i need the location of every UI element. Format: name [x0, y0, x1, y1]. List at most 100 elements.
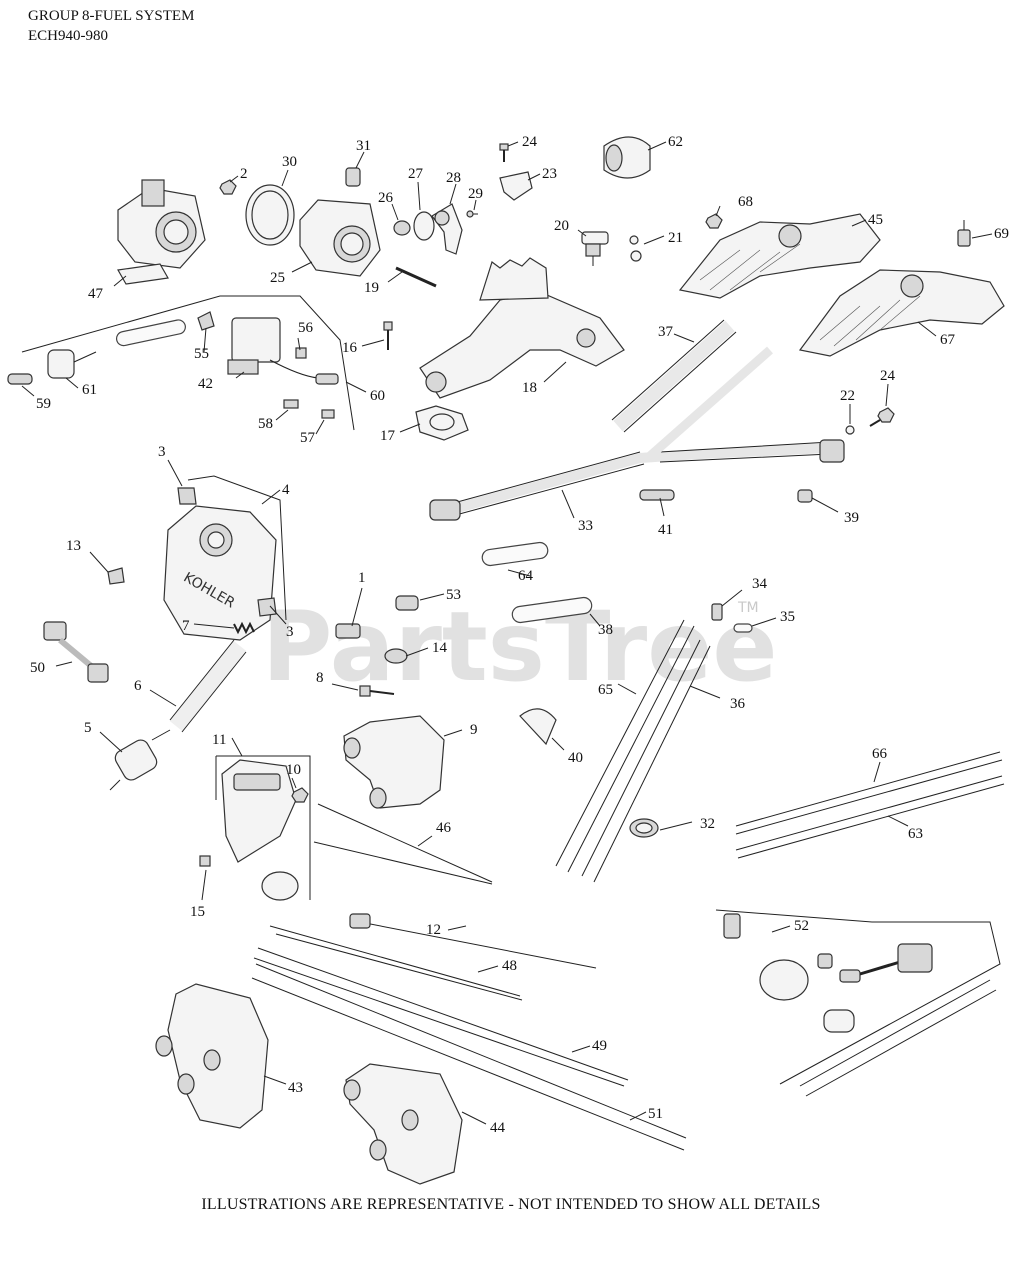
callout-49[interactable]: 49: [592, 1038, 607, 1054]
part-6-hose[interactable]: [169, 639, 247, 733]
callout-45[interactable]: 45: [868, 212, 883, 228]
callout-17[interactable]: 17: [380, 428, 396, 444]
part-63-fuel-line[interactable]: [735, 775, 1005, 859]
part-12-fuel-line[interactable]: [349, 913, 597, 969]
callout-62[interactable]: 62: [668, 134, 683, 150]
part-27-o-ring[interactable]: [413, 211, 435, 241]
callout-15[interactable]: 15: [190, 904, 205, 920]
callout-51[interactable]: 51: [648, 1106, 663, 1122]
callout-28[interactable]: 28: [446, 170, 461, 186]
callout-46[interactable]: 46: [436, 820, 452, 836]
part-59-hose-end[interactable]: [7, 373, 33, 385]
callout-5[interactable]: 5: [84, 720, 92, 736]
callout-42[interactable]: 42: [198, 376, 213, 392]
part-13-clip[interactable]: [107, 567, 125, 585]
callout-3-top[interactable]: 3: [158, 444, 166, 460]
callout-40[interactable]: 40: [568, 750, 583, 766]
callout-44[interactable]: 44: [490, 1120, 506, 1136]
part-33-fuel-line-assembly[interactable]: [429, 346, 845, 521]
part-68-nut[interactable]: [705, 213, 723, 229]
part-47-throttle-body[interactable]: [117, 179, 206, 285]
part-65-fuel-line[interactable]: [555, 619, 695, 873]
part-51-fuel-line[interactable]: [251, 963, 687, 1151]
callout-24-top[interactable]: 24: [522, 134, 538, 150]
part-2-nut[interactable]: [219, 179, 237, 195]
callout-55[interactable]: 55: [194, 346, 209, 362]
part-67-manifold-lower[interactable]: [798, 269, 1005, 357]
part-20-fuel-injector[interactable]: [581, 231, 609, 266]
callout-29[interactable]: 29: [468, 186, 483, 202]
part-4-fuel-tank-housing[interactable]: KOHLER: [163, 505, 277, 641]
callout-68[interactable]: 68: [738, 194, 753, 210]
callout-59[interactable]: 59: [36, 396, 51, 412]
callout-27[interactable]: 27: [408, 166, 424, 182]
part-25-housing[interactable]: [299, 199, 381, 277]
callout-30[interactable]: 30: [282, 154, 297, 170]
callout-8[interactable]: 8: [316, 670, 324, 686]
callout-10[interactable]: 10: [286, 762, 301, 778]
callout-14[interactable]: 14: [432, 640, 448, 656]
callout-11[interactable]: 11: [212, 732, 226, 748]
part-29-screw[interactable]: [466, 210, 478, 218]
callout-25[interactable]: 25: [270, 270, 285, 286]
callout-35[interactable]: 35: [780, 609, 795, 625]
callout-52[interactable]: 52: [794, 918, 809, 934]
callout-23[interactable]: 23: [542, 166, 557, 182]
part-14-clamp[interactable]: [384, 648, 408, 664]
part-61-fuel-filter[interactable]: [47, 349, 97, 379]
part-22-washer[interactable]: [845, 425, 855, 435]
part-3-fitting-top[interactable]: [177, 487, 197, 505]
callout-57[interactable]: 57: [300, 430, 316, 446]
callout-32[interactable]: 32: [700, 816, 715, 832]
callout-47[interactable]: 47: [88, 286, 104, 302]
callout-37[interactable]: 37: [658, 324, 674, 340]
callout-6[interactable]: 6: [134, 678, 142, 694]
callout-18[interactable]: 18: [522, 380, 537, 396]
part-3-fitting-side[interactable]: [257, 597, 277, 617]
callout-22[interactable]: 22: [840, 388, 855, 404]
part-35-plug[interactable]: [733, 623, 753, 633]
part-9-bracket[interactable]: [343, 715, 445, 809]
part-69-fitting[interactable]: [957, 220, 971, 247]
callout-2[interactable]: 2: [240, 166, 248, 182]
part-38-hose[interactable]: [511, 596, 593, 624]
part-1-clamp[interactable]: [335, 623, 361, 639]
part-43-bracket[interactable]: [155, 983, 269, 1129]
callout-65[interactable]: 65: [598, 682, 613, 698]
callout-9[interactable]: 9: [470, 722, 478, 738]
callout-41[interactable]: 41: [658, 522, 673, 538]
part-58-screw[interactable]: [283, 399, 299, 409]
part-44-bracket[interactable]: [343, 1063, 463, 1185]
part-48-fuel-line[interactable]: [269, 925, 523, 1001]
callout-63[interactable]: 63: [908, 826, 923, 842]
callout-60[interactable]: 60: [370, 388, 385, 404]
callout-12[interactable]: 12: [426, 922, 441, 938]
callout-38[interactable]: 38: [598, 622, 613, 638]
callout-48[interactable]: 48: [502, 958, 517, 974]
callout-69[interactable]: 69: [994, 226, 1009, 242]
callout-4[interactable]: 4: [282, 482, 290, 498]
part-16-bolt[interactable]: [383, 321, 393, 350]
part-41-connector[interactable]: [639, 489, 675, 501]
part-34-tee-fitting[interactable]: [711, 603, 723, 621]
part-50-wiring-connector[interactable]: [43, 621, 109, 683]
part-30-gasket-ring[interactable]: [245, 184, 295, 246]
part-60-harness[interactable]: [269, 359, 339, 385]
part-62-isolator[interactable]: [603, 136, 651, 179]
callout-1[interactable]: 1: [358, 570, 366, 586]
part-10-nut[interactable]: [291, 787, 309, 803]
callout-7[interactable]: 7: [182, 618, 190, 634]
callout-16[interactable]: 16: [342, 340, 358, 356]
part-21-clips[interactable]: [629, 235, 642, 262]
callout-43[interactable]: 43: [288, 1080, 303, 1096]
callout-58[interactable]: 58: [258, 416, 273, 432]
callout-19[interactable]: 19: [364, 280, 379, 296]
callout-20[interactable]: 20: [554, 218, 569, 234]
callout-64[interactable]: 64: [518, 568, 534, 584]
part-52-fuel-pump-kit[interactable]: [723, 913, 997, 1097]
part-56-fitting[interactable]: [295, 347, 307, 359]
callout-66[interactable]: 66: [872, 746, 888, 762]
part-66-fuel-line[interactable]: [735, 751, 1003, 835]
part-57-screw[interactable]: [321, 409, 335, 419]
callout-34[interactable]: 34: [752, 576, 768, 592]
